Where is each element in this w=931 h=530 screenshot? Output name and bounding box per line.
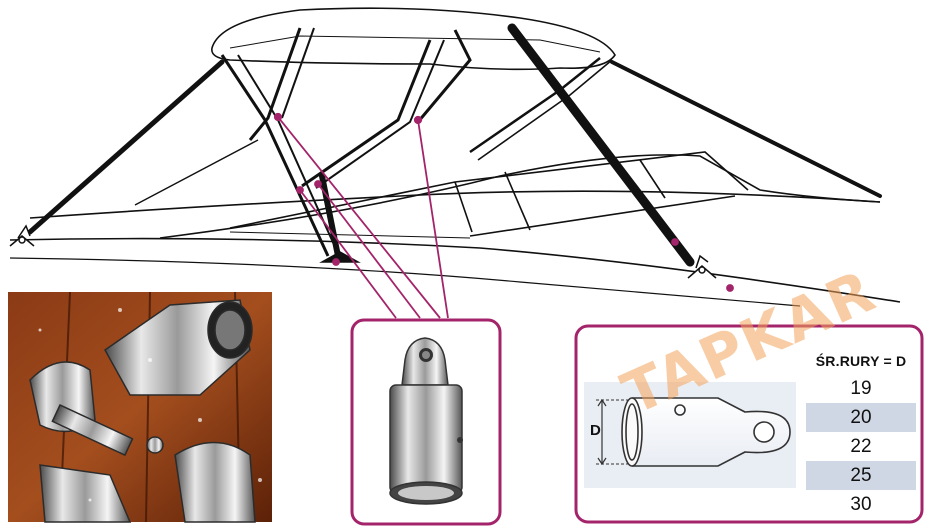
- table-row: 20: [806, 403, 916, 432]
- deck-fitting-icons: [9, 224, 717, 279]
- fittings-photo: [8, 291, 272, 523]
- end-cap-technical-drawing: [596, 397, 791, 467]
- boat-outline: [9, 7, 901, 307]
- table-row: 30: [806, 490, 916, 519]
- tube-end-cap-photo: [389, 337, 463, 505]
- table-header: ŚR.RURY = D: [815, 353, 907, 369]
- diameter-label: D: [590, 422, 601, 439]
- pipe-diameter-table: ŚR.RURY = D 19 20 22 25 30: [806, 348, 916, 519]
- table-row: 25: [806, 461, 916, 490]
- table-row: 19: [806, 374, 916, 403]
- callout-lines: [273, 112, 734, 319]
- strap-lines: [27, 23, 882, 267]
- table-row: 22: [806, 432, 916, 461]
